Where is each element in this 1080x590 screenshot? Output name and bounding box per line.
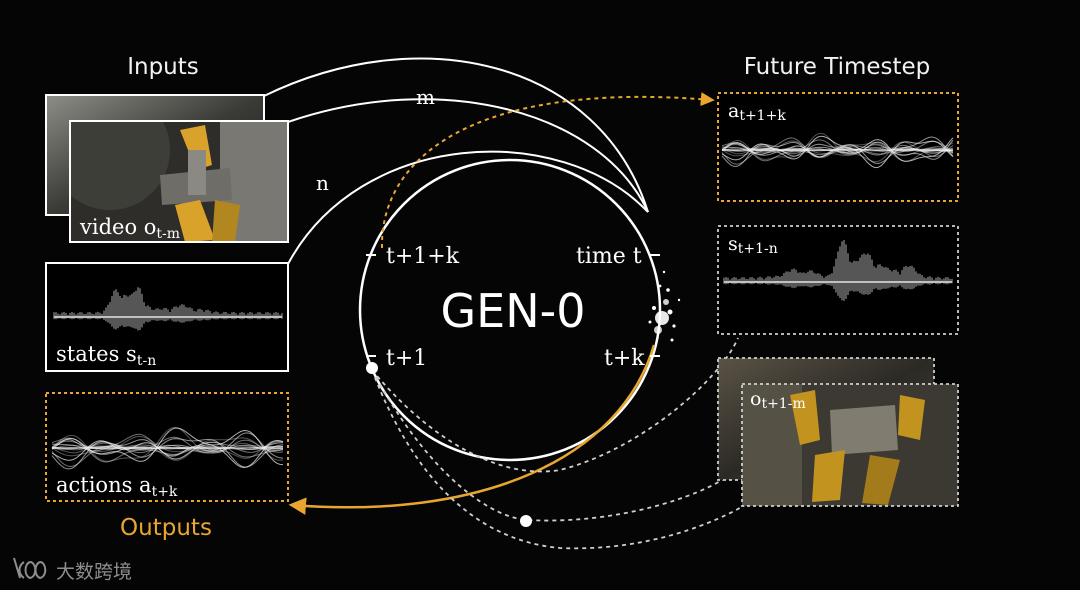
curve-n-states xyxy=(287,150,649,265)
future-action-card: at+1+k xyxy=(717,92,959,202)
circle-ticks xyxy=(366,254,660,357)
gold-output-arrow xyxy=(288,344,656,515)
svg-text:at+1+k: at+1+k xyxy=(728,100,786,124)
wave-line xyxy=(721,146,954,156)
future-obs-label: o xyxy=(750,388,761,410)
future-action-waves xyxy=(721,132,954,169)
wave-line xyxy=(51,446,284,450)
inputs-heading: Inputs xyxy=(127,54,199,80)
wave-line xyxy=(721,148,954,152)
states-sub: t-n xyxy=(137,353,156,369)
wave-line xyxy=(52,441,284,455)
wave-line xyxy=(51,436,284,463)
actions-label: actions a xyxy=(56,473,152,497)
actions-waves xyxy=(51,426,284,470)
model-title: GEN-0 xyxy=(441,284,586,338)
wave-line xyxy=(721,147,954,154)
wave-line xyxy=(51,433,284,468)
svg-text:actions at+k: actions at+k xyxy=(56,473,178,500)
svg-text:st+1-n: st+1-n xyxy=(728,233,778,257)
future-timestep-heading: Future Timestep xyxy=(744,54,931,80)
svg-text:states st-n: states st-n xyxy=(56,342,156,369)
states-label: states s xyxy=(56,342,137,366)
watermark: 大数跨境 xyxy=(13,557,132,583)
wave-line xyxy=(51,427,284,469)
wave-line xyxy=(721,136,954,165)
wave-line xyxy=(721,132,954,163)
gen0-ring xyxy=(358,158,662,462)
video-label: video o xyxy=(79,215,156,239)
sparkle-cluster xyxy=(648,270,681,342)
context-curves xyxy=(263,57,649,265)
gold-dashed-path xyxy=(380,92,715,249)
wave-line xyxy=(722,144,954,156)
wave-line xyxy=(721,137,954,162)
label-tk: t+k xyxy=(604,346,645,371)
curve-m-video-front xyxy=(287,98,649,213)
horizon-m-label: m xyxy=(416,85,435,109)
wave-line xyxy=(721,135,954,169)
svg-text:video ot-m: video ot-m xyxy=(79,215,180,242)
wave-line xyxy=(51,435,284,457)
outputs-heading: Outputs xyxy=(120,515,212,541)
future-state-sub: t+1-n xyxy=(738,241,778,257)
t1-dot xyxy=(366,362,378,374)
future-obs-card: ot+1-m xyxy=(717,357,959,507)
horizon-n-label: n xyxy=(316,171,329,195)
svg-text:ot+1-m: ot+1-m xyxy=(750,388,806,412)
wave-line xyxy=(51,437,284,461)
video-input-card: video ot-m xyxy=(45,94,289,243)
return-dot xyxy=(520,515,532,527)
future-state-label: s xyxy=(728,233,738,255)
future-action-label: a xyxy=(728,100,739,122)
label-t1k: t+1+k xyxy=(386,244,460,269)
robot-image-front xyxy=(70,121,288,242)
future-state-card: st+1-n xyxy=(717,225,959,335)
future-obs-frame-front xyxy=(741,383,959,507)
actions-sub: t+k xyxy=(152,484,178,500)
future-state-spectrum xyxy=(723,240,953,301)
wave-line xyxy=(51,429,284,466)
states-input-card: states st-n xyxy=(45,262,289,372)
future-action-sub: t+1+k xyxy=(739,108,786,124)
wave-line xyxy=(51,444,283,453)
watermark-logo-icon xyxy=(13,557,47,580)
actions-output-card: actions at+k xyxy=(45,392,289,502)
video-sub: t-m xyxy=(156,226,180,242)
label-t1: t+1 xyxy=(386,346,427,371)
curve-m-video-back xyxy=(263,57,649,213)
wave-line xyxy=(51,442,283,455)
future-obs-sub: t+1-m xyxy=(761,396,805,412)
label-time-t: time t xyxy=(576,244,642,269)
wave-line xyxy=(51,440,284,458)
robot-image-future xyxy=(742,384,958,506)
dashed-return-paths xyxy=(371,337,746,550)
states-spectrum xyxy=(53,287,283,331)
watermark-text: 大数跨境 xyxy=(56,561,132,583)
